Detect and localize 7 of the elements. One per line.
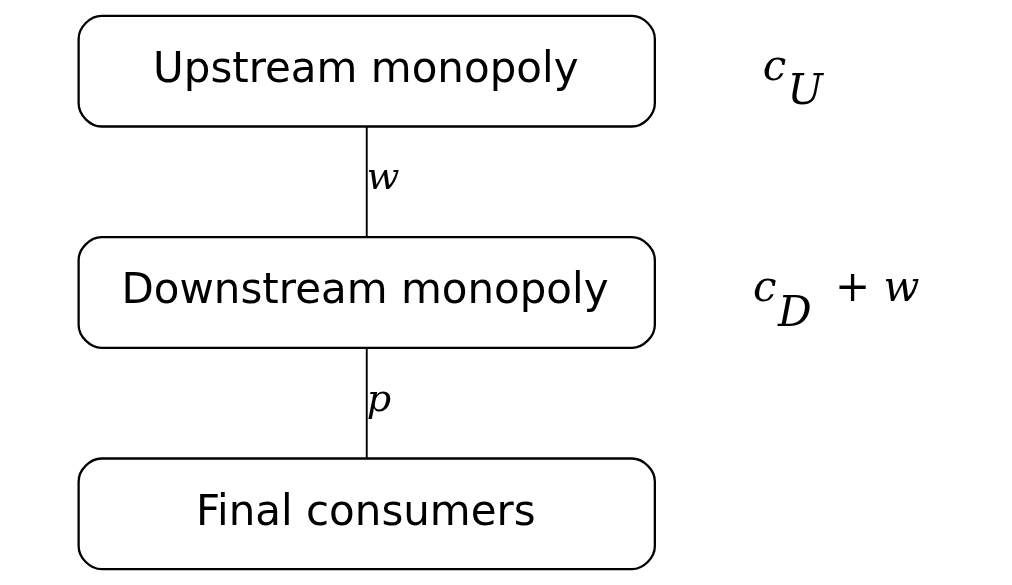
node-box: Final consumers [77,457,656,571]
connector [365,125,368,238]
node-box: Upstream monopoly [77,14,656,128]
node-box: Downstream monopoly [77,236,656,349]
edge-label: w [366,154,399,199]
connector [365,347,368,459]
edge-label: p [366,375,391,420]
